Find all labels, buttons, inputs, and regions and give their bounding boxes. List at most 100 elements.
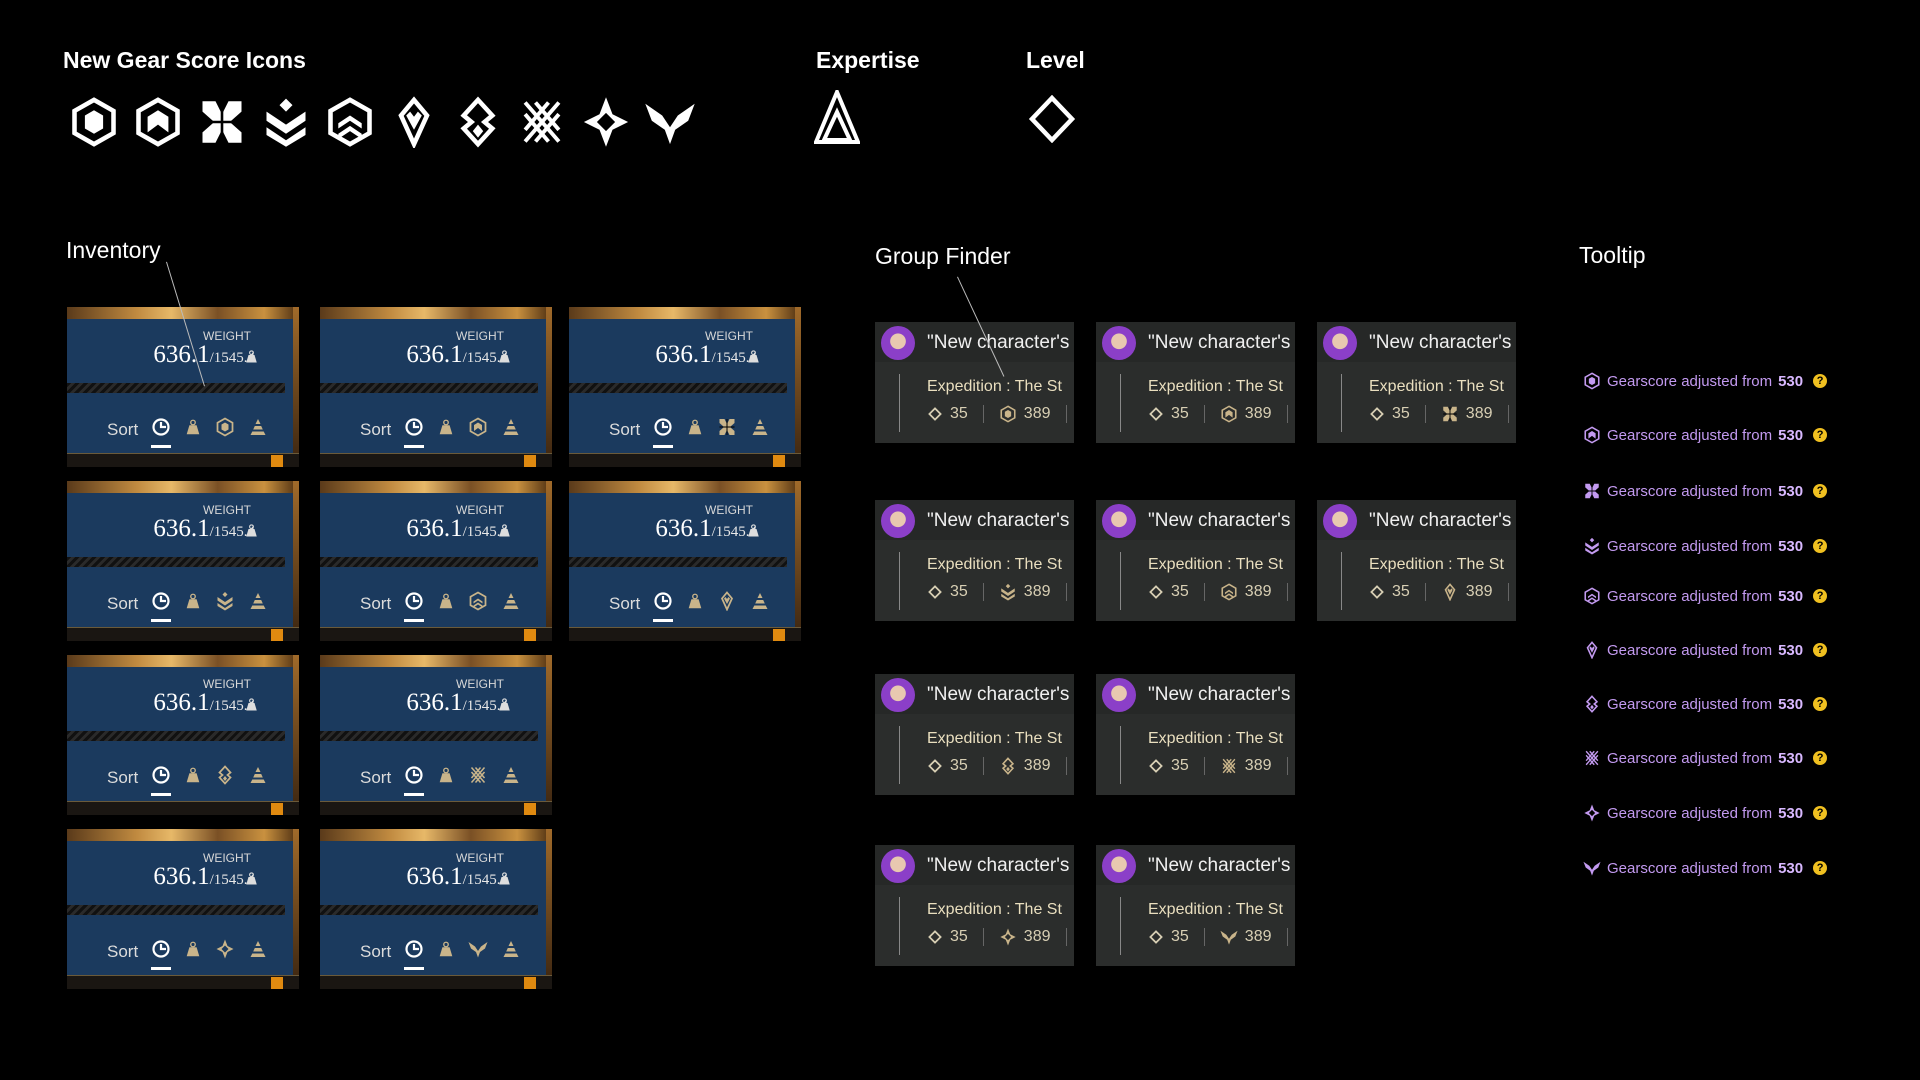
avatar: [1102, 849, 1136, 883]
sort-by-tier-button[interactable]: [248, 591, 268, 616]
sort-by-gear-score-button[interactable]: [215, 591, 235, 616]
sort-by-weight-button[interactable]: [686, 418, 704, 441]
help-icon[interactable]: ?: [1813, 374, 1828, 388]
panel-edge: [293, 307, 299, 467]
diamond-notch-icon: [388, 96, 440, 148]
sort-by-tier-button[interactable]: [501, 591, 521, 616]
sort-by-gear-score-button[interactable]: [215, 417, 235, 442]
sort-by-tier-button[interactable]: [248, 939, 268, 964]
hexagon-double-chevron-icon: [468, 591, 488, 611]
group-listing[interactable]: "New character's Expedition : The St 35 …: [875, 500, 1074, 621]
sort-by-recent-button[interactable]: [653, 417, 674, 448]
required-gear-score: 389: [1244, 405, 1272, 422]
inventory-panel: WEIGHT 636.1/1545.4 Sort: [320, 829, 552, 989]
sort-by-recent-button[interactable]: [404, 417, 425, 448]
group-listing[interactable]: "New character's Expedition : The St 35 …: [875, 322, 1074, 443]
group-activity: Expedition : The St: [927, 901, 1062, 918]
group-name: "New character's: [927, 855, 1070, 876]
avatar: [1102, 326, 1136, 360]
help-icon[interactable]: ?: [1813, 643, 1828, 657]
clock-icon: [404, 939, 424, 959]
sort-by-tier-button[interactable]: [501, 417, 521, 442]
avatar: [1102, 504, 1136, 538]
sort-by-gear-score-button[interactable]: [215, 765, 235, 790]
sort-by-tier-button[interactable]: [750, 417, 770, 442]
tooltip-text: Gearscore adjusted from: [1607, 482, 1773, 500]
sort-by-recent-button[interactable]: [151, 591, 172, 622]
help-icon[interactable]: ?: [1813, 428, 1828, 442]
weight-max: /1545.4: [711, 350, 757, 366]
group-listing[interactable]: "New character's Expedition : The St 35 …: [875, 674, 1074, 795]
sort-by-weight-button[interactable]: [437, 766, 455, 789]
weight-bar: [320, 383, 538, 393]
group-listing[interactable]: "New character's Expedition : The St 35 …: [1317, 500, 1516, 621]
sort-by-tier-button[interactable]: [501, 765, 521, 790]
weight-icon: [437, 592, 455, 610]
required-level: 35: [950, 757, 968, 774]
sort-by-weight-button[interactable]: [184, 766, 202, 789]
sort-by-gear-score-button[interactable]: [468, 591, 488, 616]
sort-label: Sort: [609, 593, 641, 613]
group-listing[interactable]: "New character's Expedition : The St 35 …: [1096, 845, 1295, 966]
sort-by-recent-button[interactable]: [404, 939, 425, 970]
pyramid-icon: [750, 417, 770, 437]
sort-by-weight-button[interactable]: [437, 592, 455, 615]
level-diamond-icon: [1148, 758, 1164, 774]
sort-by-recent-button[interactable]: [151, 417, 172, 448]
sort-by-weight-button[interactable]: [686, 592, 704, 615]
tooltip-text: Gearscore adjusted from: [1607, 372, 1773, 390]
sort-by-weight-button[interactable]: [437, 418, 455, 441]
weight-label: WEIGHT: [456, 677, 504, 691]
sort-by-gear-score-button[interactable]: [215, 939, 235, 964]
sort-by-gear-score-button[interactable]: [468, 765, 488, 790]
sort-by-tier-button[interactable]: [248, 765, 268, 790]
sort-by-weight-button[interactable]: [184, 418, 202, 441]
sort-label: Sort: [609, 419, 641, 439]
help-icon[interactable]: ?: [1813, 589, 1828, 603]
pyramid-icon: [501, 591, 521, 611]
panel-edge: [795, 307, 801, 467]
group-listing[interactable]: "New character's Expedition : The St 35 …: [875, 845, 1074, 966]
required-gear-score: 389: [1023, 928, 1051, 945]
sort-by-recent-button[interactable]: [151, 765, 172, 796]
sort-by-recent-button[interactable]: [653, 591, 674, 622]
tooltip-text: Gearscore adjusted from: [1607, 749, 1773, 767]
sort-by-gear-score-button[interactable]: [468, 417, 488, 442]
help-icon[interactable]: ?: [1813, 751, 1828, 765]
group-listing[interactable]: "New character's Expedition : The St 35 …: [1096, 500, 1295, 621]
sort-by-recent-button[interactable]: [404, 591, 425, 622]
sort-by-gear-score-button[interactable]: [717, 417, 737, 442]
orange-marker: [271, 629, 283, 641]
group-name: "New character's: [1148, 684, 1291, 705]
pyramid-icon: [750, 591, 770, 611]
sort-by-tier-button[interactable]: [501, 939, 521, 964]
help-icon[interactable]: ?: [1813, 539, 1828, 553]
hexagon-chevron-icon: [468, 417, 488, 437]
sort-label: Sort: [107, 941, 139, 961]
tooltip-text: Gearscore adjusted from: [1607, 426, 1773, 444]
sort-by-tier-button[interactable]: [248, 417, 268, 442]
sort-label: Sort: [360, 767, 392, 787]
sort-by-weight-button[interactable]: [184, 592, 202, 615]
group-listing[interactable]: "New character's Expedition : The St 35 …: [1096, 322, 1295, 443]
group-listing[interactable]: "New character's Expedition : The St 35 …: [1096, 674, 1295, 795]
inventory-panel: WEIGHT 636.1/1545.4 Sort: [569, 481, 801, 641]
sort-by-recent-button[interactable]: [151, 939, 172, 970]
help-icon[interactable]: ?: [1813, 861, 1828, 875]
sort-by-recent-button[interactable]: [404, 765, 425, 796]
sort-by-weight-button[interactable]: [184, 940, 202, 963]
weight-bar: [67, 731, 285, 741]
hexagon-solid-icon: [999, 405, 1017, 423]
pyramid-icon: [248, 417, 268, 437]
sort-by-weight-button[interactable]: [437, 940, 455, 963]
weight-icon: [497, 697, 512, 712]
sort-by-gear-score-button[interactable]: [717, 591, 737, 616]
group-listing[interactable]: "New character's Expedition : The St 35 …: [1317, 322, 1516, 443]
help-icon[interactable]: ?: [1813, 697, 1828, 711]
panel-edge: [795, 481, 801, 641]
panel-edge: [546, 829, 552, 989]
help-icon[interactable]: ?: [1813, 484, 1828, 498]
help-icon[interactable]: ?: [1813, 806, 1828, 820]
sort-by-gear-score-button[interactable]: [468, 939, 488, 964]
sort-by-tier-button[interactable]: [750, 591, 770, 616]
